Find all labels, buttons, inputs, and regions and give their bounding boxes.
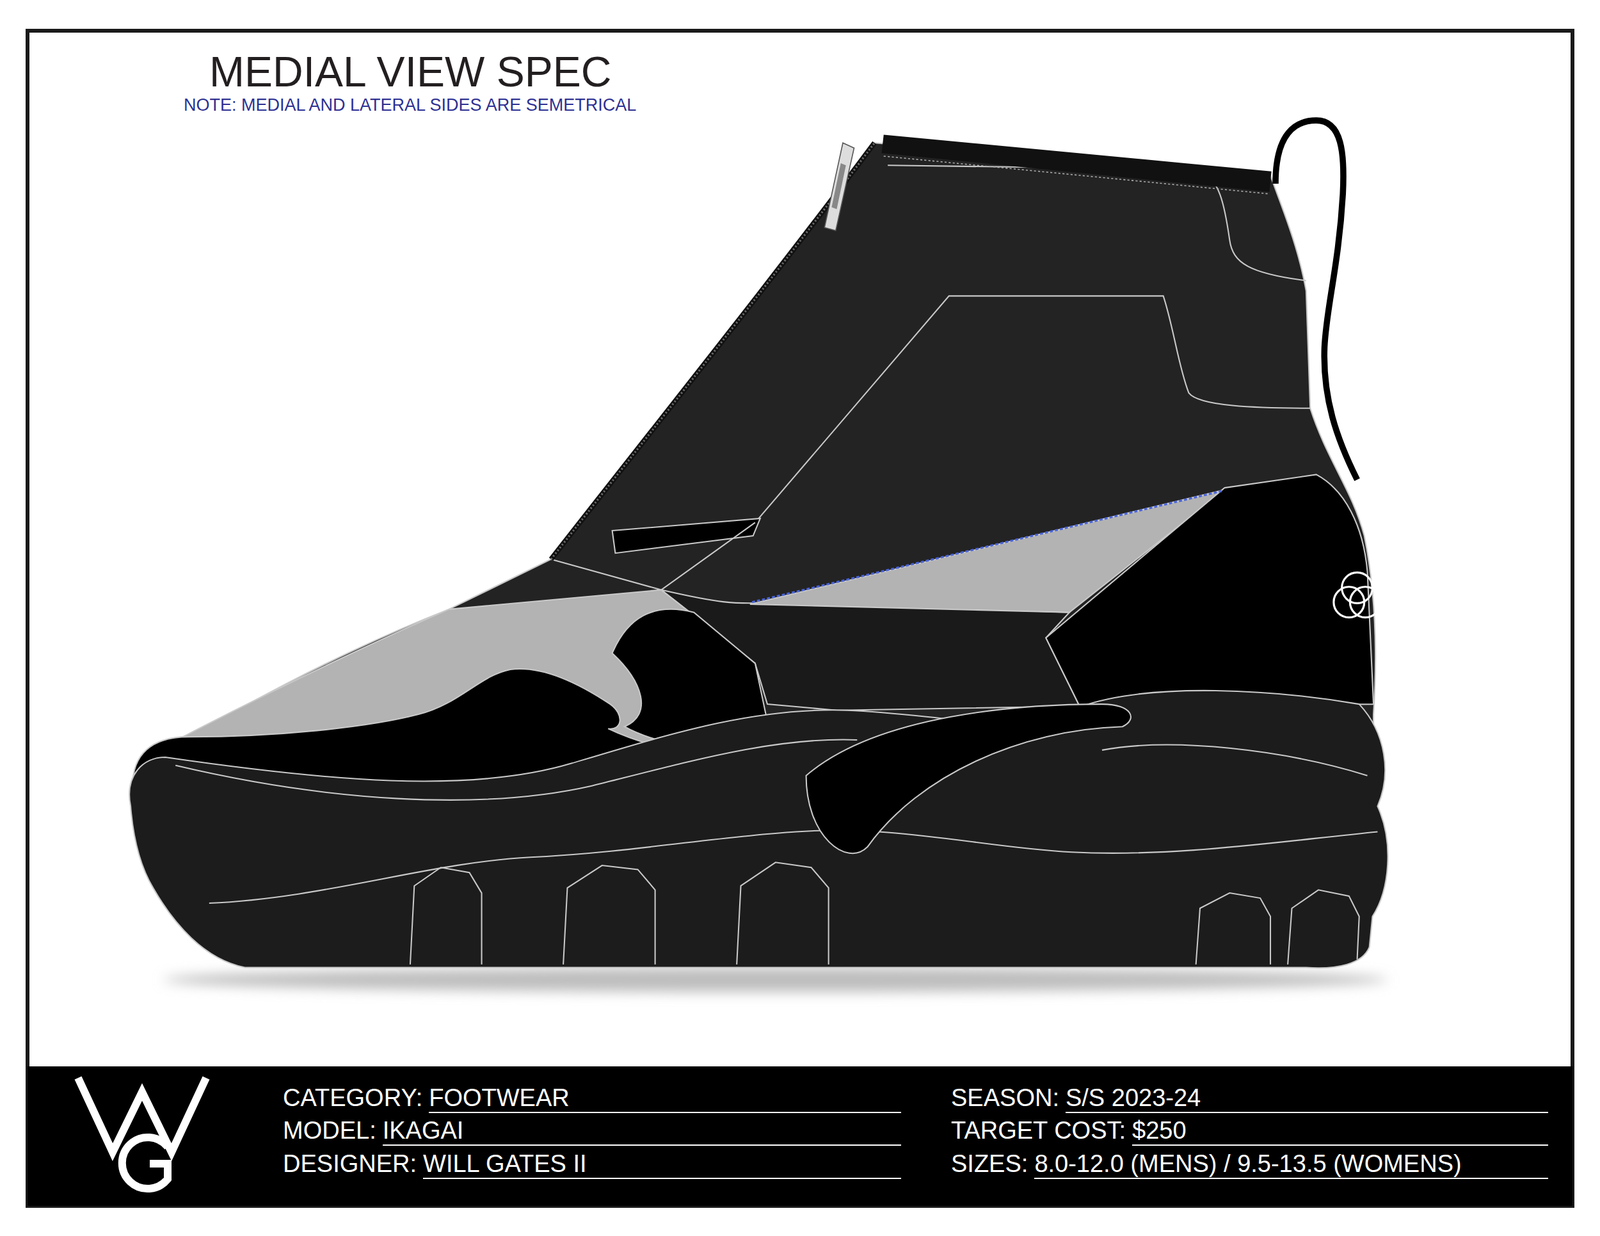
shoe-sole	[563, 865, 655, 965]
field-value: S/S 2023-24	[1065, 1085, 1549, 1113]
sheet-note-slot: NOTE: MEDIAL AND LATERAL SIDES ARE SEMET…	[183, 96, 637, 114]
field-slot: SIZES:	[951, 1151, 1028, 1179]
shoe-upper	[1045, 474, 1374, 706]
brand-logo	[78, 1077, 207, 1189]
field-value: IKAGAI	[382, 1118, 902, 1146]
field-slot: CATEGORY:	[282, 1085, 423, 1113]
field-slot: FOOTWEAR	[428, 1085, 902, 1113]
zipper	[551, 142, 875, 560]
shoe-sole	[209, 830, 1378, 904]
collar-binding	[883, 156, 1270, 194]
heel-pull-loop	[1275, 120, 1358, 480]
field-label: CATEGORY:	[282, 1085, 423, 1113]
field-value: 8.0-12.0 (MENS) / 9.5-13.5 (WOMENS)	[1034, 1151, 1549, 1179]
shoe-sole	[736, 862, 829, 964]
ground-shadow	[163, 967, 1388, 992]
field-label: SEASON:	[951, 1085, 1060, 1113]
field-slot: IKAGAI	[382, 1118, 902, 1146]
field-slot: TARGET COST:	[951, 1118, 1126, 1146]
field-value: $250	[1132, 1118, 1549, 1146]
zipper	[824, 142, 854, 231]
field-label: DESIGNER:	[282, 1151, 417, 1179]
field-slot: SEASON:	[951, 1085, 1060, 1113]
shoe-sole	[806, 704, 1131, 854]
field-slot: DESIGNER:	[282, 1151, 417, 1179]
field-slot: WILL GATES II	[423, 1151, 902, 1179]
shoe-sole	[410, 867, 482, 964]
title-block-band: CATEGORY:FOOTWEAR SEASON:S/S 2023-24MODEL…	[27, 1066, 1573, 1206]
shoe-sole	[1287, 889, 1360, 964]
zipper	[551, 142, 875, 560]
sheet-title-slot: MEDIAL VIEW SPEC	[209, 50, 612, 93]
heel-knot-logo	[1333, 572, 1381, 617]
field-slot: MODEL:	[282, 1118, 377, 1146]
collar-binding	[881, 134, 1272, 192]
sheet-title: MEDIAL VIEW SPEC	[209, 50, 612, 93]
brand-logo	[122, 1137, 168, 1189]
shoe-sole	[129, 690, 1388, 968]
field-value: WILL GATES II	[423, 1151, 902, 1179]
field-label: SIZES:	[951, 1151, 1028, 1179]
sheet-frame	[27, 30, 1573, 1206]
field-slot: 8.0-12.0 (MENS) / 9.5-13.5 (WOMENS)	[1034, 1151, 1549, 1179]
field-label: MODEL:	[282, 1118, 377, 1146]
field-slot: S/S 2023-24	[1065, 1085, 1549, 1113]
field-value: FOOTWEAR	[428, 1085, 902, 1113]
shoe-upper	[551, 522, 756, 590]
collar-binding	[881, 134, 1272, 194]
title-block-band	[27, 1066, 1573, 1206]
field-label: TARGET COST:	[951, 1118, 1126, 1146]
shoe-sole	[129, 690, 1388, 968]
shoe-sole	[1196, 892, 1271, 965]
shoe-drawing	[129, 120, 1388, 992]
zipper	[551, 142, 875, 560]
shoe-sole	[1102, 744, 1368, 776]
zipper	[831, 163, 846, 210]
field-slot: $250	[1132, 1118, 1549, 1146]
shoe-sole	[175, 739, 857, 800]
heel-knot-logo	[1349, 586, 1381, 618]
shoe-upper	[612, 518, 761, 553]
stitching	[752, 490, 1223, 603]
sheet-note: NOTE: MEDIAL AND LATERAL SIDES ARE SEMET…	[183, 96, 637, 114]
